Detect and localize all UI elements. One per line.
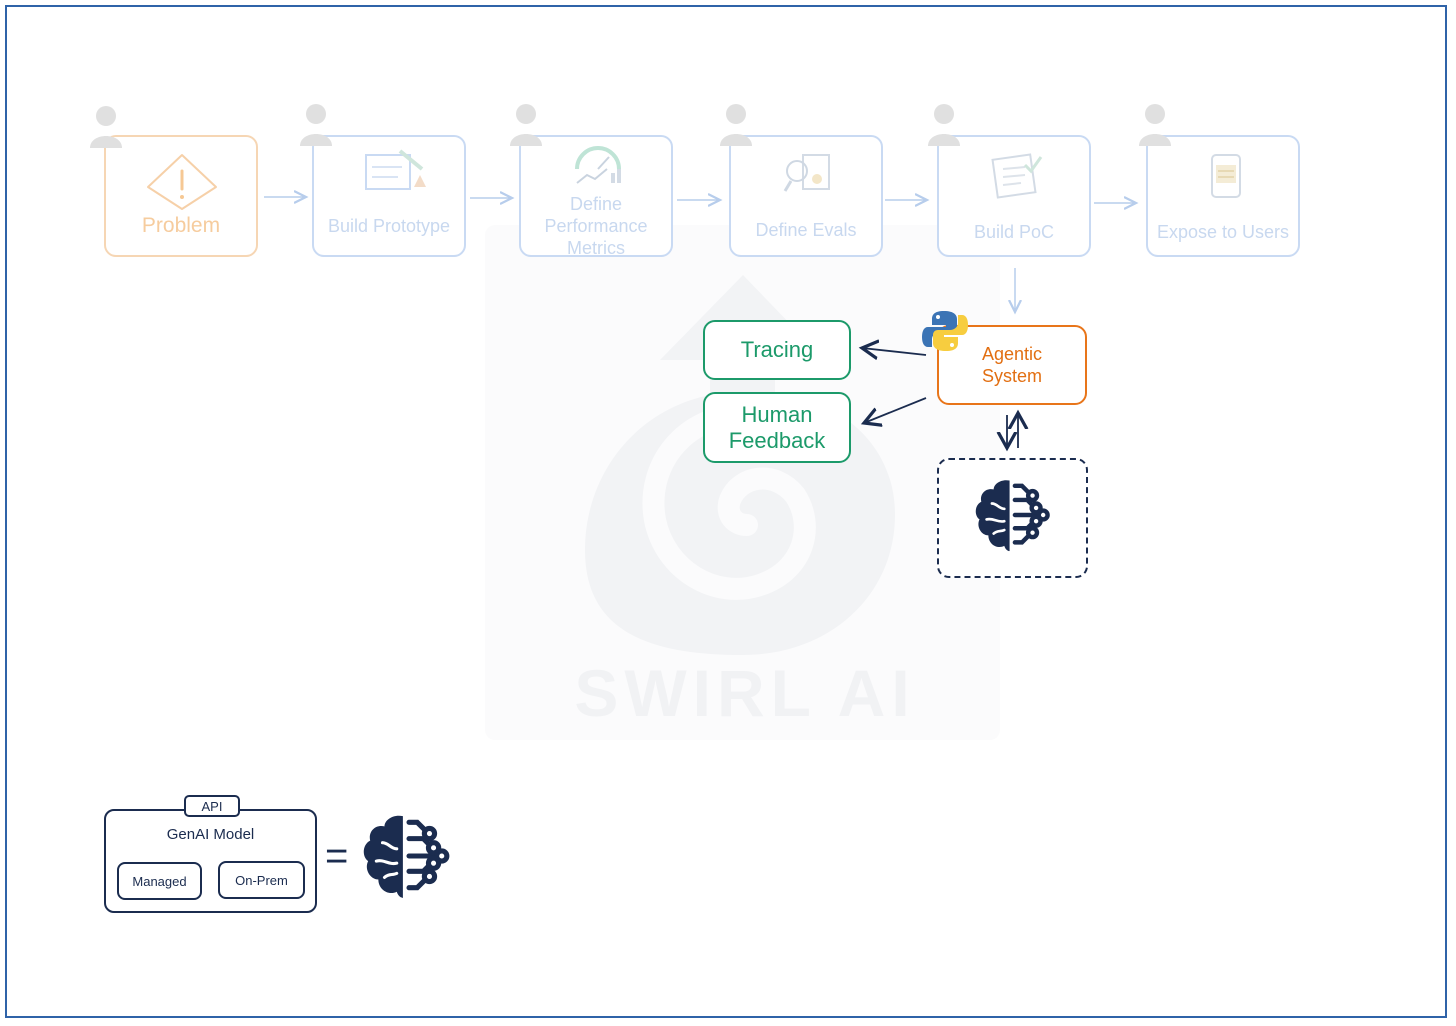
managed-box: Managed [117, 862, 202, 900]
step-label: Define Evals [755, 220, 857, 240]
person-icon [928, 104, 960, 146]
person-icon [510, 104, 542, 146]
human-feedback-label: Human Feedback [728, 401, 826, 453]
gauge-icon [575, 146, 621, 184]
step-label: Expose to Users [1156, 222, 1290, 242]
on-prem-box: On-Prem [218, 861, 305, 899]
step-define-performance-metrics: Define Performance Metrics [519, 135, 673, 258]
step-label: Define Performance Metrics [544, 194, 648, 258]
genai-model-placeholder [937, 458, 1088, 578]
warning-icon [147, 154, 217, 210]
evaluation-icon [783, 154, 830, 192]
tracing-label: Tracing [740, 337, 814, 362]
mobile-app-icon [1211, 154, 1241, 198]
human-feedback-box: Human Feedback [703, 392, 851, 463]
agentic-system-box: Agentic System [937, 325, 1087, 405]
agentic-system-label: Agentic System [981, 344, 1043, 386]
person-icon [90, 106, 122, 148]
genai-model-title: GenAI Model [166, 826, 255, 843]
person-icon [720, 104, 752, 146]
step-label: Problem [141, 214, 221, 237]
person-icon [1139, 104, 1171, 146]
brain-circuit-icon [975, 480, 1050, 552]
diagram-frame [5, 5, 1447, 1018]
step-label: Build PoC [973, 222, 1055, 242]
api-label: API [201, 798, 223, 814]
brain-circuit-icon [363, 815, 450, 898]
step-build-prototype: Build Prototype [312, 135, 466, 257]
step-problem: Problem [104, 135, 258, 257]
person-icon [300, 104, 332, 146]
on-prem-label: On-Prem [235, 872, 288, 888]
step-define-evals: Define Evals [729, 135, 883, 257]
managed-label: Managed [132, 873, 187, 889]
checklist-icon [991, 153, 1043, 199]
tracing-box: Tracing [703, 320, 851, 380]
equals-sign: = [325, 834, 349, 878]
step-label: Build Prototype [327, 216, 451, 236]
step-build-poc: Build PoC [937, 135, 1091, 257]
step-expose-to-users: Expose to Users [1146, 135, 1300, 257]
blueprint-icon [365, 149, 426, 190]
python-icon [922, 311, 968, 351]
api-tab: API [184, 795, 240, 817]
watermark-text: SWIRL AI [574, 656, 916, 730]
